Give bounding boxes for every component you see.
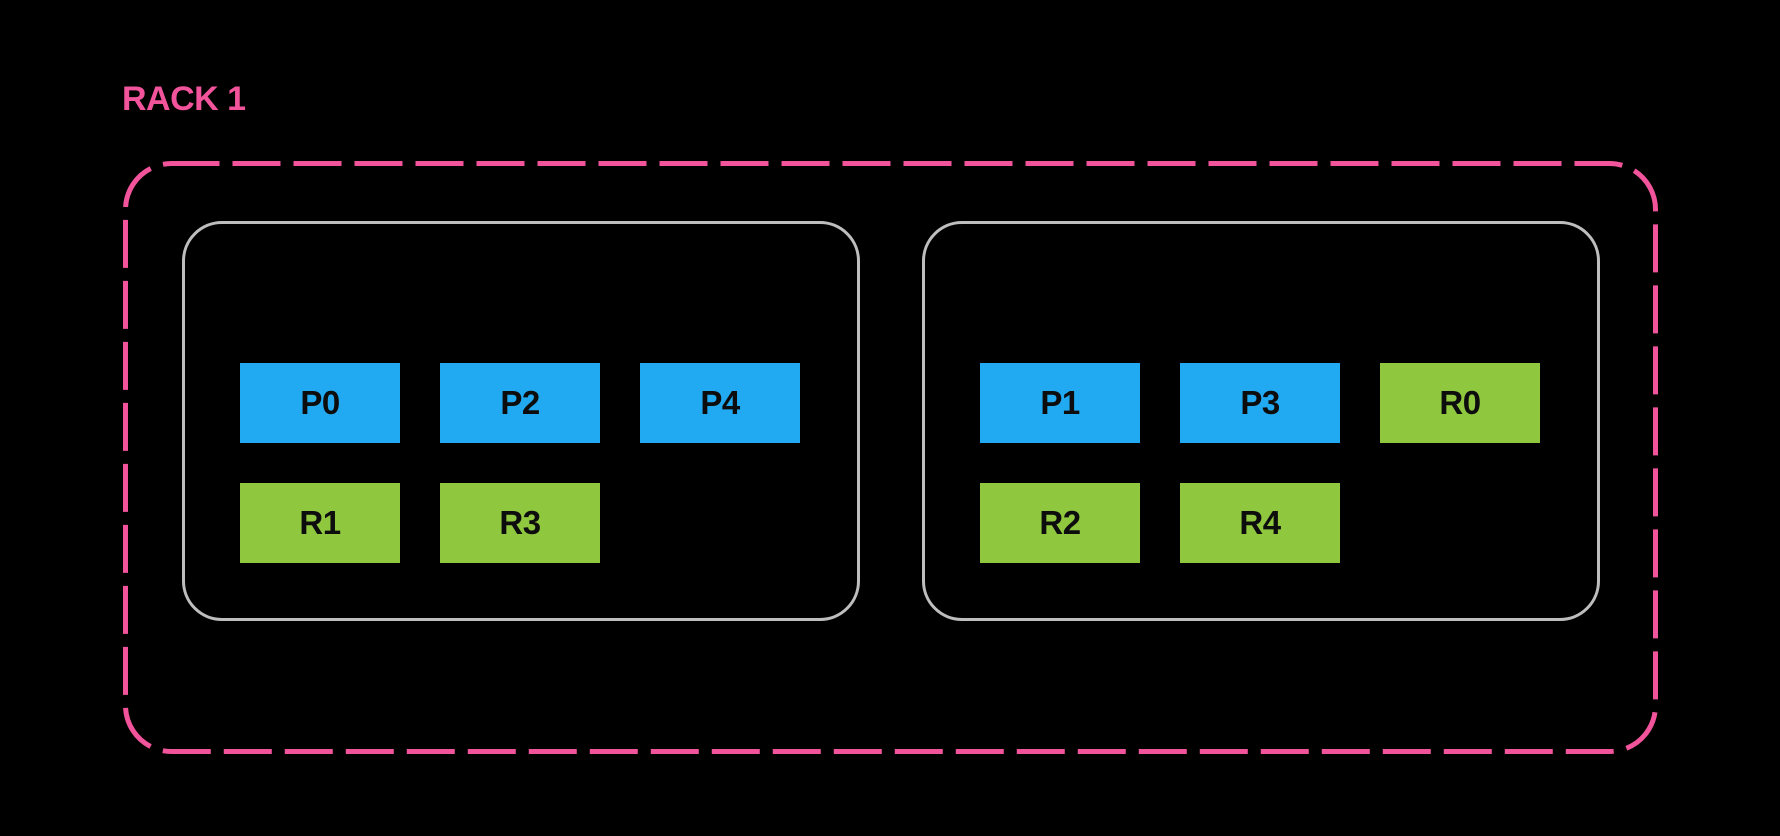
block-r3: R3: [440, 483, 600, 563]
block-p4: P4: [640, 363, 800, 443]
block-p1: P1: [980, 363, 1140, 443]
block-p0: P0: [240, 363, 400, 443]
node-box-right: P1 P3 R0 R2 R4: [922, 221, 1600, 621]
block-r2: R2: [980, 483, 1140, 563]
block-r0: R0: [1380, 363, 1540, 443]
block-p2: P2: [440, 363, 600, 443]
rack-title: RACK 1: [122, 80, 246, 118]
block-r1: R1: [240, 483, 400, 563]
block-p3: P3: [1180, 363, 1340, 443]
block-r4: R4: [1180, 483, 1340, 563]
node-box-left: P0 P2 P4 R1 R3: [182, 221, 860, 621]
